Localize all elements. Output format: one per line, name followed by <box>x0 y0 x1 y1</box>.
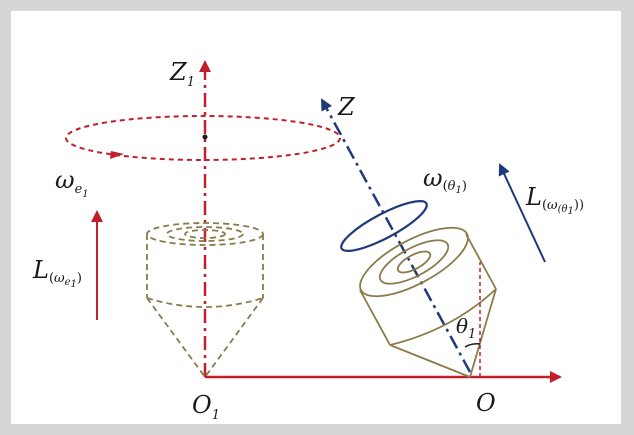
spin-ellipse <box>340 199 428 253</box>
label-l-omega-e1: L(ωe1) <box>32 256 82 290</box>
label-l-omega-theta1: L(ω(θ1)) <box>525 183 584 217</box>
label-o1: O1 <box>192 391 220 423</box>
z-axis <box>320 98 472 373</box>
tilted-top <box>359 226 497 378</box>
label-z1: Z1 <box>169 58 195 90</box>
precession-center-dot <box>202 134 208 140</box>
label-omega-theta1: ω(θ1) <box>423 164 467 196</box>
vertical-top-outline <box>146 222 264 378</box>
theta-arc <box>464 343 481 348</box>
label-omega-e1: ωe1 <box>55 166 89 200</box>
l-omega-theta1-arrow <box>498 163 546 263</box>
figure-panel <box>11 11 621 424</box>
precession-ellipse <box>65 115 341 161</box>
precession-direction-arrow <box>110 151 124 159</box>
label-z: Z <box>337 93 356 121</box>
label-o: O <box>476 389 496 417</box>
label-theta1: θ1 <box>456 314 476 342</box>
